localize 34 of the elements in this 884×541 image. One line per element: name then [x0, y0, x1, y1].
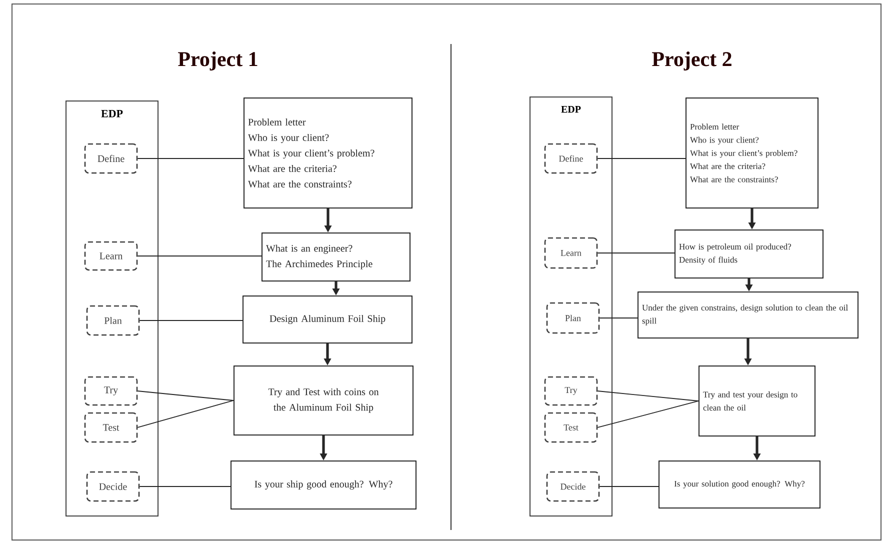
connector-line: [597, 252, 675, 254]
connector-line: [597, 390, 699, 402]
step-box: Learn: [544, 237, 598, 269]
content-box: Problem letter Who is your client? What is your client’s problem? What are the criteria? What are the constraints?: [686, 98, 818, 208]
connector-line: [139, 486, 231, 487]
content-box: Is your solution good enough? Why?: [658, 460, 820, 508]
step-box: Decide: [546, 471, 600, 502]
content-box: Under the given constrains, design solution to clean the oil spill: [638, 292, 858, 338]
step-box: Decide: [86, 471, 140, 502]
step-box: Test: [84, 412, 138, 443]
connector-line: [599, 486, 659, 487]
content-box: Problem letter Who is your client? What is your client’s problem? What are the criteria? What are the constraints?: [244, 98, 412, 208]
step-box: Define: [84, 143, 138, 174]
step-box: Try: [84, 376, 138, 406]
content-box: Is your ship good enough? Why?: [230, 460, 416, 510]
step-box: Plan: [546, 302, 600, 334]
step-box: Test: [544, 412, 598, 443]
connector-line: [137, 158, 244, 159]
content-box: Try and Test with coins on the Aluminum Foil Ship: [234, 366, 414, 436]
content-box: Design Aluminum Foil Ship: [242, 296, 412, 344]
content-box: What is an engineer? The Archimedes Principle: [262, 232, 410, 282]
connector-line: [597, 158, 686, 159]
connector-line: [137, 390, 234, 401]
project-title: Project 2: [652, 51, 732, 71]
step-box: Define: [544, 143, 598, 174]
content-box: How is petroleum oil produced? Density of fluids: [674, 230, 824, 278]
step-box: Learn: [84, 241, 138, 271]
project-title: Project 1: [178, 51, 258, 71]
connector-line: [597, 400, 699, 428]
connector-line: [137, 400, 234, 428]
content-box: Try and test your design to clean the oil: [698, 366, 816, 436]
connector-line: [139, 320, 243, 321]
step-box: Try: [544, 376, 598, 406]
step-box: Plan: [86, 305, 140, 336]
